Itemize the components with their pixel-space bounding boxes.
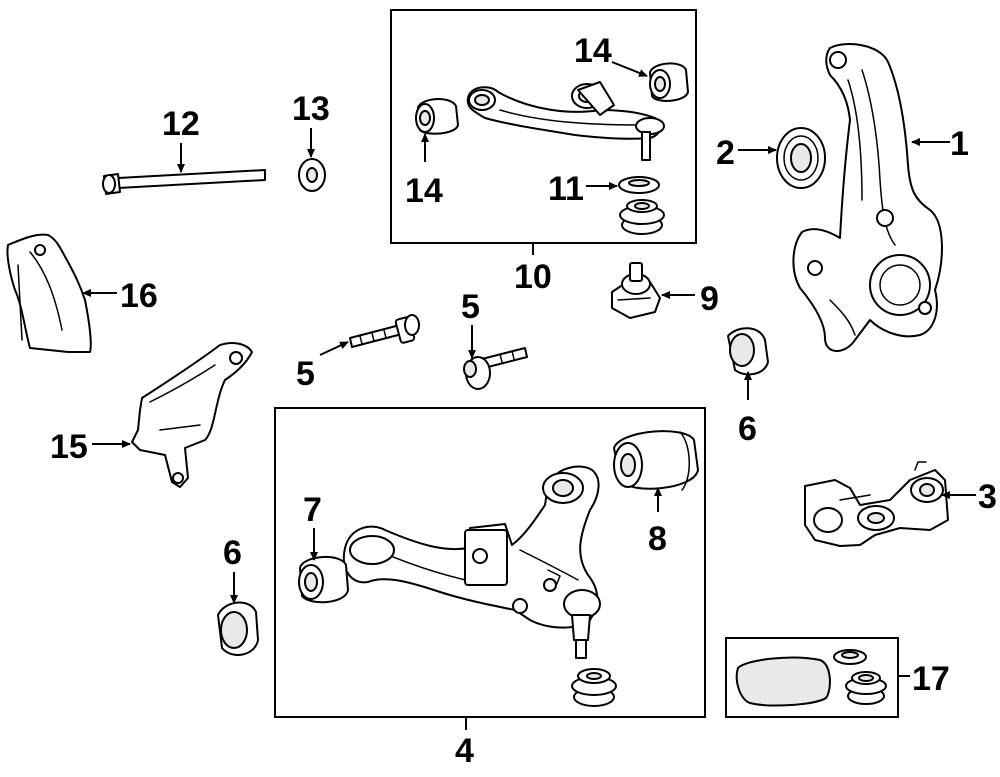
callout-11: 11 [548,170,584,208]
callout-5b: 5 [461,288,480,326]
callout-5a: 5 [296,355,315,393]
steering-knuckle[interactable] [792,43,943,352]
callout-2: 2 [716,134,735,172]
stabilizer-bracket[interactable] [804,461,949,547]
lower-arm-front-bushing[interactable] [298,555,349,604]
bolt-long[interactable] [102,169,266,195]
callout-12: 12 [162,105,200,143]
cam-bolt-right[interactable] [463,347,528,390]
upper-control-arm[interactable] [466,81,665,161]
callout-8: 8 [648,520,667,558]
nut[interactable] [298,158,326,192]
lower-control-arm[interactable] [342,465,601,659]
callout-15: 15 [50,428,88,466]
leader-5a [319,341,349,356]
callout-13: 13 [292,90,330,128]
upper-arm-bushing-right[interactable] [649,62,689,102]
callout-6b: 6 [223,534,242,572]
callout-14a: 14 [574,32,612,70]
callout-10: 10 [514,258,552,296]
dust-seal[interactable] [776,127,826,189]
upper-arm-assembly-box [390,9,697,244]
shield-16[interactable] [6,233,92,353]
boot-kit[interactable] [735,649,887,707]
upper-arm-bushing-left[interactable] [415,98,459,135]
callout-6a: 6 [738,410,757,448]
callout-9: 9 [700,280,719,318]
callout-16: 16 [120,277,158,315]
callout-17: 17 [912,660,950,698]
lower-arm-assembly-box [274,407,706,718]
leader-14a [611,61,648,77]
boot-kit-box [725,637,899,718]
ball-joint-boot[interactable] [571,668,617,707]
lower-arm-rear-bushing[interactable] [613,430,699,491]
callout-14b: 14 [405,172,443,210]
callout-4: 4 [455,732,474,770]
callout-1: 1 [950,125,969,163]
callout-7: 7 [303,491,322,529]
callout-3: 3 [978,478,997,516]
cam-bolt-left[interactable] [349,314,420,348]
upper-ball-joint[interactable] [611,262,661,319]
bushing-right[interactable] [727,327,769,376]
bushing-left[interactable] [217,601,259,656]
upper-ball-joint-boot[interactable] [618,176,665,235]
bracket-15[interactable] [131,342,253,488]
